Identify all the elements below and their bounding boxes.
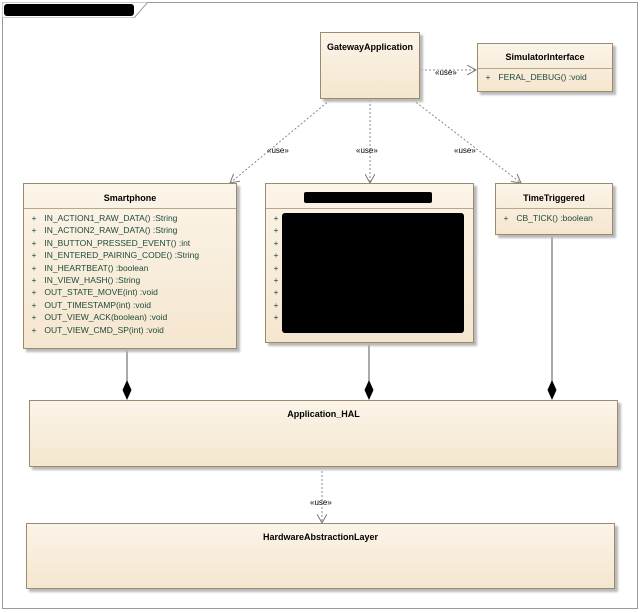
compartment-separator	[496, 208, 612, 209]
class-name-gateway: GatewayApplication	[326, 42, 414, 52]
operation-row: +	[273, 287, 279, 298]
class-smartphone[interactable]: Smartphone + IN_ACTION1_RAW_DATA() :Stri…	[23, 183, 237, 349]
operations-redacted: + + + + + + + + +	[266, 212, 473, 324]
operation-row: + IN_HEARTBEAT() :boolean	[31, 262, 149, 273]
dependency-gateway-timetriggered	[412, 99, 521, 183]
composition-diamond-redacted	[364, 380, 374, 400]
operations-timetriggered: + CB_TICK() :boolean	[496, 212, 612, 224]
operation-row: +	[273, 299, 279, 310]
composition-diamond-smartphone	[122, 380, 132, 400]
class-name-timetriggered: TimeTriggered	[523, 193, 585, 203]
use-label-timetriggered: «use»	[454, 146, 476, 155]
class-name-smartphone: Smartphone	[103, 193, 157, 203]
compartment-separator	[24, 208, 236, 209]
class-name-simulator: SimulatorInterface	[505, 52, 585, 62]
operation-row: +	[273, 237, 279, 248]
operations-smartphone: + IN_ACTION1_RAW_DATA() :String + IN_ACT…	[24, 212, 236, 336]
use-label-smartphone: «use»	[267, 146, 289, 155]
operation-row: + CB_TICK() :boolean	[503, 213, 593, 223]
operation-row: + IN_VIEW_HASH() :String	[31, 274, 141, 285]
operation-row: +	[273, 213, 279, 223]
operation-row: +	[273, 262, 279, 273]
operation-row: +	[273, 274, 279, 285]
operation-row: + OUT_VIEW_ACK(boolean) :void	[31, 312, 168, 323]
redacted-operations-block	[282, 213, 464, 333]
dependency-gateway-smartphone	[230, 99, 331, 183]
class-hardware-abstraction-layer[interactable]: HardwareAbstractionLayer	[26, 523, 615, 589]
use-label-hal: «use»	[310, 498, 332, 507]
class-simulator-interface[interactable]: SimulatorInterface + FERAL_DEBUG() :void	[477, 43, 613, 92]
operations-simulator: + FERAL_DEBUG() :void	[478, 71, 612, 83]
operation-row: + OUT_VIEW_CMD_SP(int) :void	[31, 324, 164, 335]
redacted-diagram-title	[4, 4, 134, 16]
compartment-separator	[266, 208, 473, 209]
class-application-hal[interactable]: Application_HAL	[29, 400, 618, 467]
operation-row: + OUT_STATE_MOVE(int) :void	[31, 287, 158, 298]
operation-row: +	[273, 225, 279, 236]
class-redacted[interactable]: + + + + + + + + +	[265, 183, 474, 343]
class-gateway-application[interactable]: GatewayApplication	[320, 32, 420, 99]
operation-row: + IN_ACTION1_RAW_DATA() :String	[31, 213, 178, 223]
redacted-class-name	[304, 192, 432, 203]
operation-row: + FERAL_DEBUG() :void	[485, 72, 587, 82]
operation-row: + IN_ENTERED_PAIRING_CODE() :String	[31, 250, 200, 261]
operation-row: + IN_ACTION2_RAW_DATA() :String	[31, 225, 178, 236]
operation-row: + IN_BUTTON_PRESSED_EVENT() :int	[31, 237, 191, 248]
composition-diamond-timetriggered	[547, 380, 557, 400]
use-label-simulator: «use»	[435, 68, 457, 77]
class-name-hal: Application_HAL	[287, 409, 360, 419]
operation-row: +	[273, 250, 279, 261]
operation-row: + OUT_TIMESTAMP(int) :void	[31, 299, 151, 310]
class-name-hwal: HardwareAbstractionLayer	[262, 532, 379, 542]
class-time-triggered[interactable]: TimeTriggered + CB_TICK() :boolean	[495, 183, 613, 235]
compartment-separator	[478, 68, 612, 69]
operation-row: +	[273, 312, 279, 323]
use-label-redacted: «use»	[356, 146, 378, 155]
